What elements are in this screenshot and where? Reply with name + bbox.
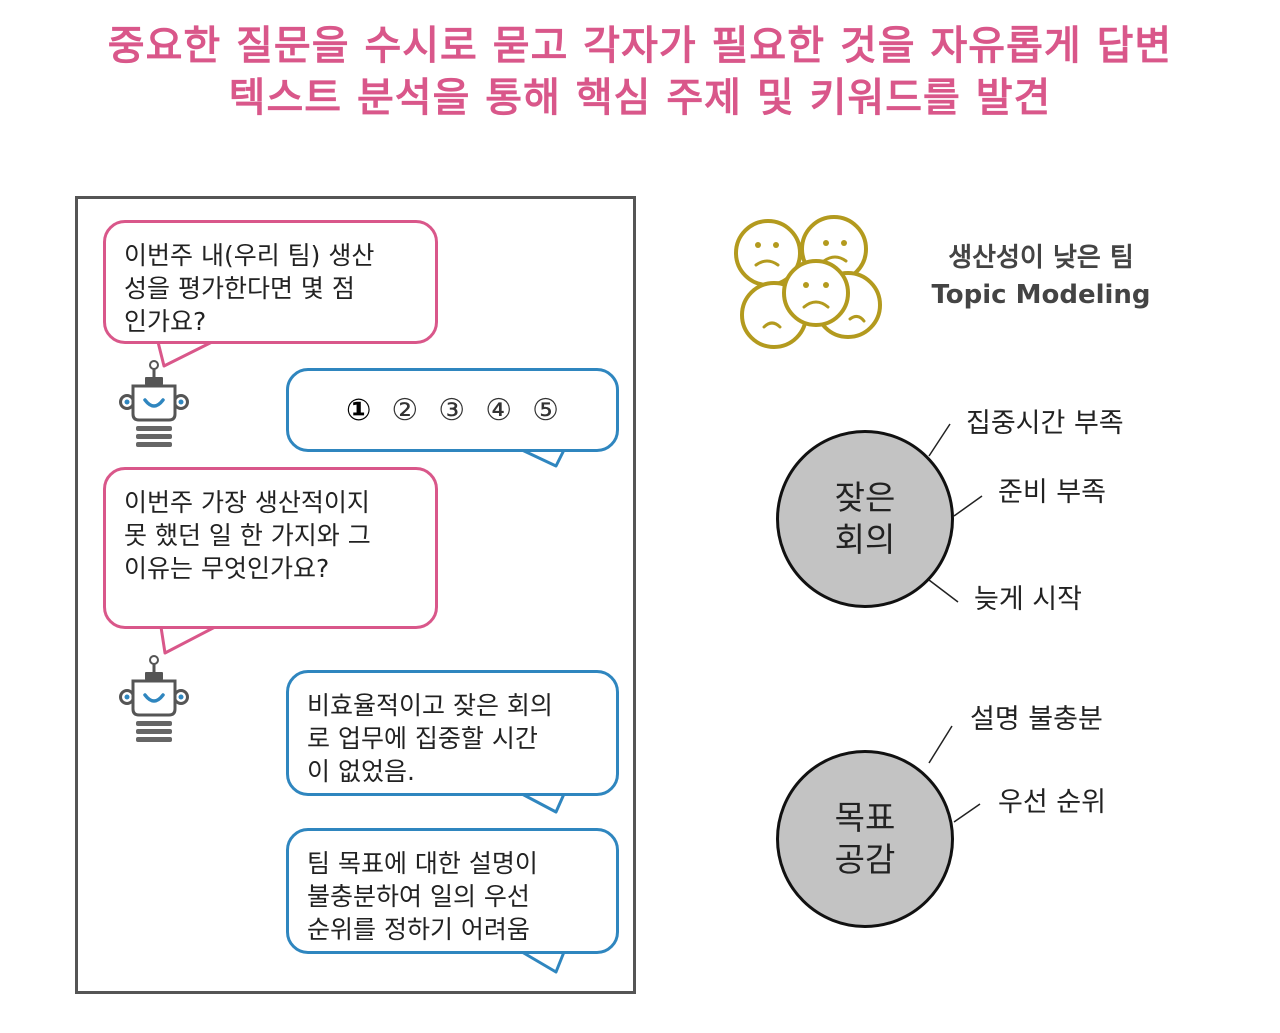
rating-scale: ① ② ③ ④ ⑤ — [286, 368, 619, 452]
rating-answer-bubble — [286, 368, 619, 452]
rating-option-3[interactable]: ③ — [438, 392, 466, 428]
robot-icon — [119, 360, 189, 447]
keyword-2: 준비 부족 — [998, 477, 1106, 508]
answer-bubble-1-tail — [521, 792, 566, 814]
topic-cluster-goals: 목표 공감 — [776, 750, 954, 928]
sad-faces-icon — [734, 215, 882, 349]
keyword-1: 집중시간 부족 — [966, 408, 1124, 439]
rating-option-4[interactable]: ④ — [485, 392, 513, 428]
question-bubble-1-tail — [156, 340, 213, 368]
answer-bubble-2-tail — [521, 950, 566, 974]
topic-subtitle: Topic Modeling — [931, 280, 1151, 310]
keyword-5: 우선 순위 — [998, 787, 1106, 818]
rating-answer-bubble-tail — [521, 448, 566, 468]
robot-icon — [119, 655, 189, 742]
rating-option-5[interactable]: ⑤ — [532, 392, 560, 428]
answer-bubble-1: 비효율적이고 잦은 회의 로 업무에 집중할 시간 이 없었음. — [286, 670, 619, 796]
topic-cluster-meetings: 잦은 회의 — [776, 430, 954, 608]
rating-option-2[interactable]: ② — [391, 392, 419, 428]
answer-bubble-2: 팀 목표에 대한 설명이 불충분하여 일의 우선 순위를 정하기 어려움 — [286, 828, 619, 954]
keyword-4: 설명 불충분 — [970, 704, 1103, 735]
question-bubble-1: 이번주 내(우리 팀) 생산 성을 평가한다면 몇 점 인가요? — [103, 220, 438, 344]
question-bubble-2-tail — [159, 625, 216, 655]
topic-title: 생산성이 낮은 팀 — [948, 243, 1134, 273]
chat-panel — [75, 196, 636, 994]
page-title-line1: 중요한 질문을 수시로 묻고 각자가 필요한 것을 자유롭게 답변 — [107, 23, 1173, 69]
keyword-3: 늦게 시작 — [974, 584, 1082, 615]
question-bubble-2: 이번주 가장 생산적이지 못 했던 일 한 가지와 그 이유는 무엇인가요? — [103, 467, 438, 629]
rating-option-1[interactable]: ① — [345, 392, 372, 428]
page-title-line2: 텍스트 분석을 통해 핵심 주제 및 키워드를 발견 — [228, 75, 1052, 121]
